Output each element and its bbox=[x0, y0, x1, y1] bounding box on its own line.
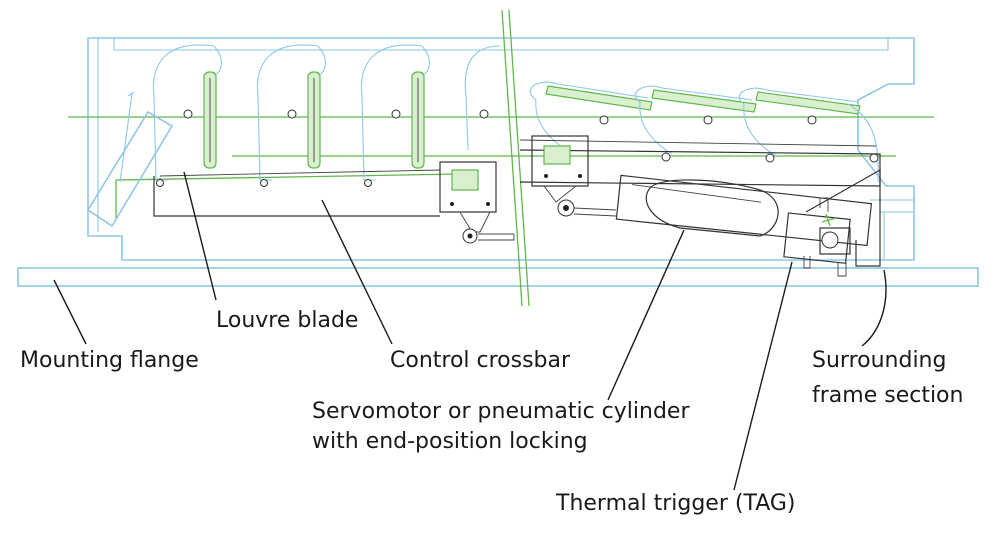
leader-servomotor bbox=[607, 229, 685, 401]
leader-lines bbox=[53, 171, 887, 491]
louvre-blades-tilted bbox=[183, 81, 879, 183]
label-servomotor-line1: Servomotor or pneumatic cylinder bbox=[312, 399, 690, 424]
surrounding-frame bbox=[87, 37, 915, 261]
bracket-block-left bbox=[439, 161, 515, 244]
label-surrounding-frame-line1: Surrounding bbox=[812, 348, 946, 373]
leader-control-crossbar bbox=[321, 199, 393, 345]
leader-louvre-blade bbox=[183, 171, 217, 301]
labels: Louvre blade Mounting flange Control cro… bbox=[20, 308, 963, 516]
louvre-blades-vertical bbox=[152, 44, 501, 181]
leader-mounting-flange bbox=[53, 279, 87, 345]
label-servomotor-line2: with end-position locking bbox=[312, 429, 588, 454]
label-surrounding-frame-line2: frame section bbox=[812, 383, 963, 408]
mounting-flange bbox=[17, 267, 979, 287]
pneumatic-cylinder bbox=[557, 168, 881, 277]
label-thermal-trigger: Thermal trigger (TAG) bbox=[555, 491, 796, 516]
edge-blade bbox=[86, 91, 174, 228]
bracket-block-right bbox=[531, 135, 589, 203]
reference-lines bbox=[68, 116, 934, 218]
section-line bbox=[501, 9, 530, 307]
label-louvre-blade: Louvre blade bbox=[216, 308, 358, 333]
label-control-crossbar: Control crossbar bbox=[390, 348, 571, 373]
label-mounting-flange: Mounting flange bbox=[20, 348, 199, 373]
leader-thermal-trigger bbox=[733, 261, 793, 491]
leader-surrounding-frame bbox=[861, 269, 887, 347]
